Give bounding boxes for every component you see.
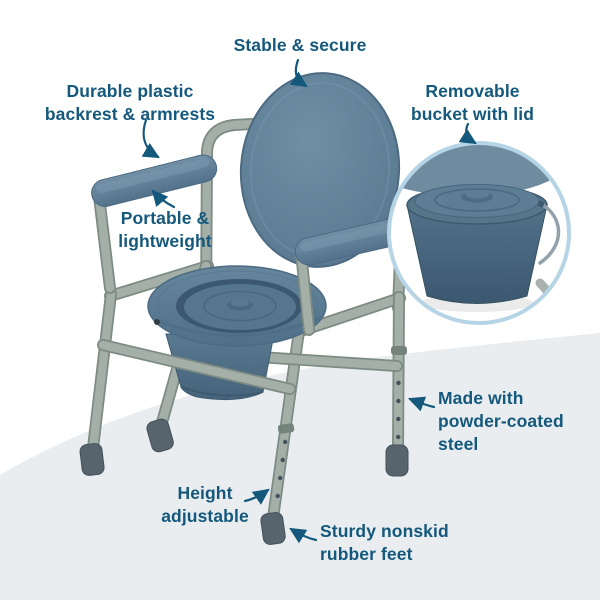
callout-arrows [141,58,477,544]
label-durable-backrest: Durable plastic backrest & armrests [44,81,216,125]
inset-zoom-circle [387,141,571,325]
background-swoosh [0,333,600,600]
arrow-powder-coated-steel [407,396,436,412]
bucket-lid-zoom [414,184,540,218]
rubber-foot [385,444,409,477]
label-height-adjustable: Height adjustable [161,483,249,527]
front-cross-brace [97,339,296,395]
arrow-height-adjustable [243,488,270,505]
backrest-frame [200,115,316,318]
label-stable-secure: Stable & secure [233,35,367,55]
left-armrest-pad [91,154,218,207]
arrow-removable-bucket [458,122,477,145]
rubber-foot [260,512,286,545]
label-portable-lightweight: Portable & lightweight [118,208,212,252]
lid [239,72,401,268]
armrest-supports [93,190,315,336]
seat [147,265,327,347]
arrow-backrest-armrests [141,118,160,159]
label-nonskid-feet: Sturdy nonskid rubber feet [320,521,449,565]
arrow-portable-lightweight [151,189,176,209]
rubber-foot [79,443,105,476]
bucket-handle [538,202,561,265]
bucket-zoom [389,143,569,323]
label-powder-coated-steel: Made with powder-coated steel [438,388,564,455]
bucket-lid [184,284,296,330]
arrow-stable-secure [289,58,308,88]
label-removable-bucket: Removable bucket with lid [410,81,535,125]
rubber-foot [146,418,174,453]
seat-bolt [154,319,160,325]
arrow-nonskid-feet [289,527,318,544]
